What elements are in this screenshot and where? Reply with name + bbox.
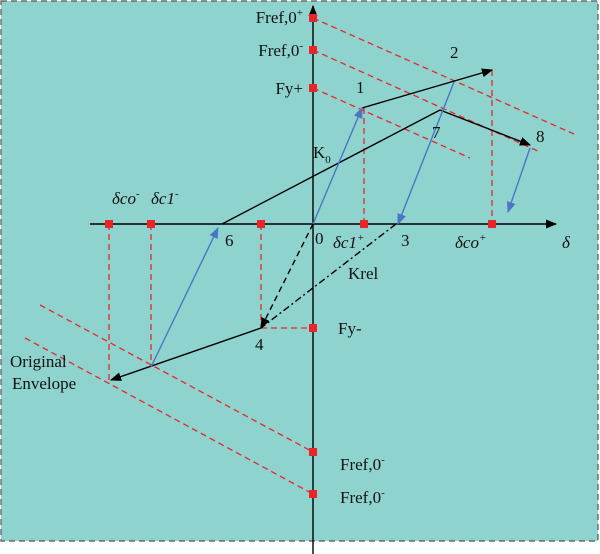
label-dco-plus: δco+ xyxy=(455,232,486,252)
lower-envelope-line-2 xyxy=(24,337,314,495)
upper-envelope-line-2 xyxy=(312,49,541,153)
label-envelope-line-1: Original xyxy=(10,352,67,371)
label-k0: K0 xyxy=(313,143,331,166)
point-label-2: 2 xyxy=(450,43,459,62)
upper-envelope-line-1 xyxy=(312,17,575,135)
label-dc1-minus: δc1- xyxy=(151,188,179,208)
segment-1-2 xyxy=(361,68,494,109)
marker-dco-minus xyxy=(105,220,113,228)
x-axis-label: δ xyxy=(562,233,571,252)
origin-label: 0 xyxy=(315,229,324,248)
label-krel: Krel xyxy=(348,264,378,283)
krel-line xyxy=(260,223,397,329)
unloading-arrows xyxy=(150,81,531,368)
marker-fref-top-plus xyxy=(309,14,317,22)
marker-dc1-minus xyxy=(147,220,155,228)
marker-dc1-plus xyxy=(360,220,368,228)
marker-fy-minus xyxy=(309,324,317,332)
marker-fref-bottom-1 xyxy=(309,448,317,456)
segment-4-envelope xyxy=(109,327,262,381)
blue-arrow-from-8 xyxy=(507,147,531,214)
label-dc1-plus: δc1+ xyxy=(333,232,364,252)
segment-7-8 xyxy=(439,109,532,146)
diagram-background xyxy=(0,0,599,542)
label-envelope-line-2: Envelope xyxy=(12,374,76,393)
blue-arrow-k0 xyxy=(312,106,363,225)
marker-fref-top-minus xyxy=(309,46,317,54)
marker-fref-bottom-2 xyxy=(309,490,317,498)
point-label-4: 4 xyxy=(255,335,264,354)
upper-envelope-line-3 xyxy=(312,87,471,159)
label-fref-top-plus: Fref,0+ xyxy=(256,7,303,27)
point-label-6: 6 xyxy=(225,231,234,250)
point-label-8: 8 xyxy=(536,127,545,146)
label-fref-bottom-2: Fref,0- xyxy=(340,487,385,507)
label-fref-top-minus: Fref,0- xyxy=(258,40,303,60)
point-label-7: 7 xyxy=(432,123,441,142)
label-fy-plus: Fy+ xyxy=(275,79,303,98)
lower-envelope-line-1 xyxy=(39,304,314,453)
label-dco-minus: δco- xyxy=(112,188,140,208)
blue-arrow-to-3 xyxy=(397,81,455,226)
markers xyxy=(105,14,496,498)
marker-fy-plus xyxy=(309,84,317,92)
label-fref-bottom-1: Fref,0- xyxy=(340,454,385,474)
segment-6-7 xyxy=(221,109,441,225)
label-fy-minus: Fy- xyxy=(338,319,362,338)
marker-dco-plus xyxy=(488,220,496,228)
loading-path xyxy=(109,68,532,381)
axes xyxy=(90,4,558,554)
point-label-3: 3 xyxy=(401,231,410,250)
blue-arrow-to-6 xyxy=(150,226,219,368)
marker-point-4-x xyxy=(257,220,265,228)
point-label-1: 1 xyxy=(356,78,365,97)
guide-lines xyxy=(24,17,575,495)
